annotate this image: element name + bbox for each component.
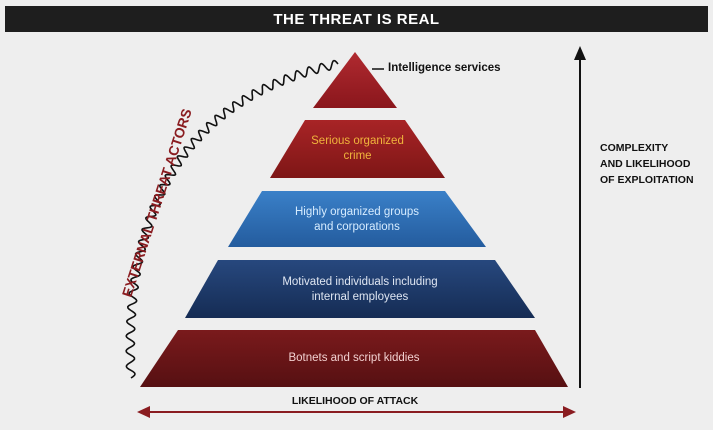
tier-label-serious-organized-crime: Serious organized crime — [311, 135, 404, 162]
tier-serious-organized-crime — [270, 120, 445, 178]
vertical-axis-label: COMPLEXITY AND LIKELIHOOD OF EXPLOITATIO… — [600, 142, 694, 186]
tier-label-botnets-script-kiddies: Botnets and script kiddies — [288, 352, 420, 364]
tier-label-motivated-individuals: Motivated individuals including internal… — [282, 276, 438, 303]
threat-actors-wavy-arc — [125, 59, 339, 379]
vertical-axis-arrowhead — [574, 46, 586, 60]
horizontal-axis-arrow-left — [137, 406, 150, 418]
tier-label-highly-organized-groups: Highly organized groups and corporations — [294, 206, 420, 233]
tier-botnets-script-kiddies — [140, 330, 568, 387]
tier-intelligence-services — [313, 52, 397, 108]
horizontal-axis-label: LIKELIHOOD OF ATTACK — [291, 395, 419, 407]
tier-highly-organized-groups — [228, 191, 486, 247]
diagram-title: THE THREAT IS REAL — [5, 6, 708, 32]
arc-label: EXTERNAL THREAT ACTORS — [119, 107, 195, 299]
horizontal-axis-arrow-right — [563, 406, 576, 418]
tier-motivated-individuals — [185, 260, 535, 318]
tier-label-intelligence-services: Intelligence services — [388, 62, 501, 74]
